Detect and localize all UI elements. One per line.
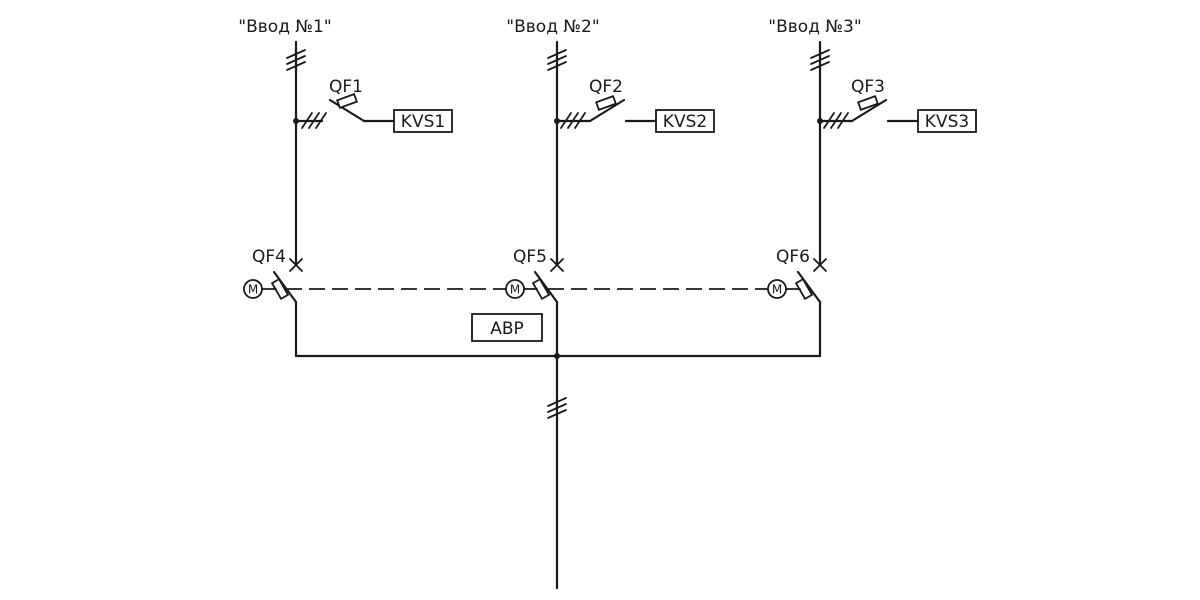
input-3-title: "Ввод №3" bbox=[768, 17, 861, 37]
qf6-motor-label: M bbox=[772, 283, 782, 297]
input-2-three-phase-mark bbox=[547, 49, 567, 71]
input-1: "Ввод №1" QF1 KVS1 QF4 bbox=[238, 17, 453, 358]
input-3: "Ввод №3" QF3 KVS3 QF6 bbox=[767, 17, 977, 358]
input-3-three-phase-mark bbox=[810, 49, 830, 71]
input-1-title: "Ввод №1" bbox=[238, 17, 331, 37]
kvs3-label: KVS3 bbox=[925, 112, 969, 132]
qf3-label: QF3 bbox=[851, 77, 885, 97]
qf5-label: QF5 bbox=[513, 247, 547, 267]
qf4-disconnect-mark bbox=[289, 258, 303, 272]
input-2: "Ввод №2" QF2 KVS2 QF5 bbox=[505, 17, 715, 358]
kvs2-relay-box bbox=[655, 109, 715, 133]
qf4-motor-label: M bbox=[248, 283, 258, 297]
input-1-three-phase-mark bbox=[286, 49, 306, 71]
kvs3-relay-box bbox=[917, 109, 977, 133]
kvs1-relay-box bbox=[393, 109, 453, 133]
ats-box bbox=[471, 313, 543, 342]
qf4-label: QF4 bbox=[252, 247, 286, 267]
qf6-label: QF6 bbox=[776, 247, 810, 267]
qf2-breaker-symbol bbox=[588, 95, 658, 123]
input-2-title: "Ввод №2" bbox=[506, 17, 599, 37]
qf1-breaker-symbol bbox=[328, 93, 396, 123]
qf5-motor-label: M bbox=[510, 283, 520, 297]
qf5-breaker-symbol bbox=[531, 270, 559, 358]
qf5-disconnect-mark bbox=[550, 258, 564, 272]
qf4-breaker-symbol bbox=[270, 270, 298, 358]
qf3-breaker-symbol bbox=[850, 95, 920, 123]
outgoing-three-phase-mark bbox=[547, 397, 567, 419]
kvs2-label: KVS2 bbox=[663, 112, 707, 132]
ats-label: АВР bbox=[490, 319, 524, 339]
qf6-disconnect-mark bbox=[813, 258, 827, 272]
qf6-breaker-symbol bbox=[794, 270, 822, 358]
input-2-tap-three-phase-mark bbox=[560, 112, 586, 129]
input-1-tap-three-phase-mark bbox=[301, 112, 327, 129]
qf1-label: QF1 bbox=[329, 77, 363, 97]
kvs1-label: KVS1 bbox=[401, 112, 445, 132]
qf2-label: QF2 bbox=[589, 77, 623, 97]
input-3-tap-three-phase-mark bbox=[823, 112, 849, 129]
